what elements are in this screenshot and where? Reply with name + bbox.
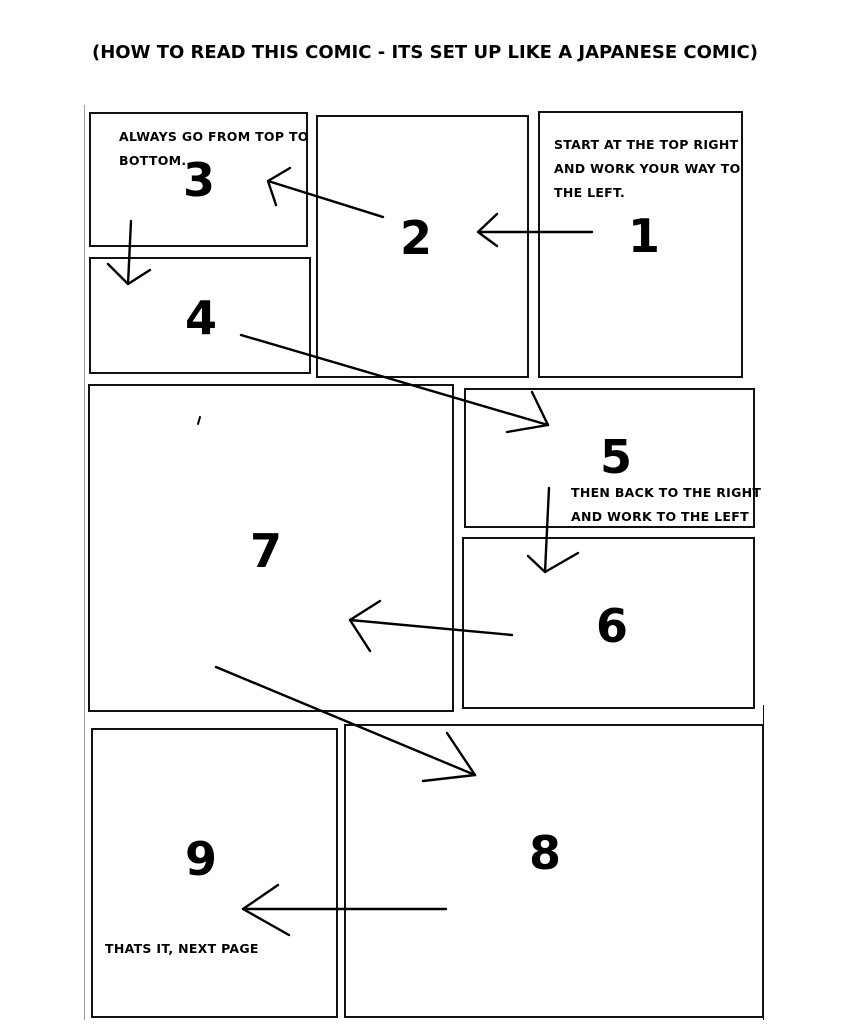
note-line: ALWAYS GO FROM TOP TO	[119, 129, 309, 144]
note-line: THE LEFT.	[554, 185, 625, 200]
arrow-3-to-4	[106, 219, 152, 286]
panel-8: 8	[344, 724, 764, 1018]
panel-9-note: THATS IT, NEXT PAGE	[105, 937, 335, 961]
panel-1: START AT THE TOP RIGHT AND WORK YOUR WAY…	[538, 111, 743, 378]
panel-4-number: 4	[185, 291, 218, 345]
note-line: BOTTOM.	[119, 153, 187, 168]
panel-6-number: 6	[596, 599, 629, 653]
panel-5-note: THEN BACK TO THE RIGHT AND WORK TO THE L…	[571, 481, 761, 529]
note-line: AND WORK YOUR WAY TO	[554, 161, 741, 176]
panel-5-number: 5	[600, 430, 633, 484]
panel-2-number: 2	[400, 211, 433, 265]
note-line: THATS IT, NEXT PAGE	[105, 941, 259, 956]
panel-3-note: ALWAYS GO FROM TOP TO BOTTOM.	[119, 125, 309, 173]
arrow-6-to-7	[348, 599, 514, 653]
panel-4: 4	[89, 257, 311, 374]
page-title: (HOW TO READ THIS COMIC - ITS SET UP LIK…	[92, 42, 758, 63]
panel-5: 5 THEN BACK TO THE RIGHT AND WORK TO THE…	[464, 388, 761, 528]
arrow-1-to-2	[476, 212, 594, 248]
panel-9: 9 THATS IT, NEXT PAGE	[91, 728, 338, 1018]
panel-3-number: 3	[183, 153, 216, 207]
stray-mark	[197, 416, 201, 425]
panel-7-number: 7	[250, 524, 283, 578]
arrow-7-to-8	[214, 665, 477, 783]
arrow-4-to-5	[239, 333, 550, 434]
note-line: AND WORK TO THE LEFT	[571, 509, 749, 524]
arrow-8-to-9	[241, 883, 448, 937]
panel-2: 2	[316, 115, 529, 378]
panel-6: 6	[462, 537, 755, 709]
panel-7: 7	[88, 384, 454, 712]
panel-1-number: 1	[628, 209, 661, 263]
arrow-5-to-6	[526, 486, 580, 574]
arrow-2-to-3	[266, 166, 385, 219]
panel-9-number: 9	[185, 832, 218, 886]
panel-8-number: 8	[529, 826, 562, 880]
page-edge-left	[84, 105, 85, 1020]
panel-1-note: START AT THE TOP RIGHT AND WORK YOUR WAY…	[554, 133, 744, 205]
note-line: START AT THE TOP RIGHT	[554, 137, 739, 152]
note-line: THEN BACK TO THE RIGHT	[571, 485, 762, 500]
